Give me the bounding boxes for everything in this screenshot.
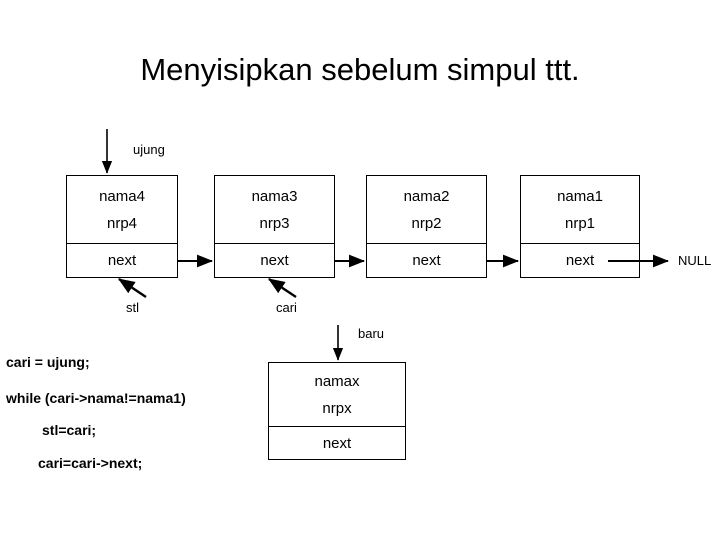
node-4-next-label: next (565, 252, 595, 269)
list-node-4: nama1 nrp1 next (520, 175, 640, 278)
node-1-next-cell: next (67, 244, 177, 277)
node-4-data-cell: nama1 nrp1 (521, 176, 639, 244)
node-1-nrp: nrp4 (106, 214, 138, 232)
node-3-data-cell: nama2 nrp2 (367, 176, 486, 244)
node-1-name: nama4 (99, 187, 145, 205)
new-node-data-cell: namax nrpx (269, 363, 405, 427)
pointer-label-stl: stl (126, 300, 139, 315)
node-3-name: nama2 (403, 187, 450, 205)
code-line-1: cari = ujung; (6, 354, 90, 370)
pointer-label-baru: baru (358, 326, 385, 341)
new-node-name: namax (314, 372, 360, 390)
node-2-next-label: next (260, 252, 289, 269)
code-line-4: cari=cari->next; (38, 455, 143, 471)
code-line-3: stl=cari; (42, 422, 97, 438)
node-3-nrp: nrp2 (411, 214, 442, 232)
node-2-nrp: nrp3 (259, 214, 290, 232)
pointer-label-cari: cari (276, 300, 297, 315)
new-node-nrp: nrpx (322, 399, 352, 417)
list-node-3: nama2 nrp2 next (366, 175, 487, 278)
pointer-label-ujung: ujung (133, 142, 165, 157)
node-4-next-cell: next (521, 244, 639, 277)
node-3-next-cell: next (367, 244, 486, 277)
code-line-2: while (cari->nama!=nama1) (6, 390, 186, 406)
list-node-2: nama3 nrp3 next (214, 175, 335, 278)
page-title: Menyisipkan sebelum simpul ttt. (140, 52, 580, 87)
node-1-next-label: next (107, 252, 137, 269)
arrow-stl-to-node1 (118, 278, 147, 298)
list-node-1: nama4 nrp4 next (66, 175, 178, 278)
node-2-next-cell: next (215, 244, 334, 277)
new-node-baru: namax nrpx next (268, 362, 406, 460)
node-1-data-cell: nama4 nrp4 (67, 176, 177, 244)
node-2-data-cell: nama3 nrp3 (215, 176, 334, 244)
new-node-next-label: next (322, 434, 352, 452)
node-4-nrp: nrp1 (564, 214, 596, 232)
node-3-next-label: next (412, 252, 441, 269)
null-terminator-label: NULL (678, 253, 712, 268)
node-2-name: nama3 (251, 187, 298, 205)
node-4-name: nama1 (557, 187, 603, 205)
arrow-cari-to-node2 (268, 278, 297, 298)
new-node-next-cell: next (269, 427, 405, 459)
